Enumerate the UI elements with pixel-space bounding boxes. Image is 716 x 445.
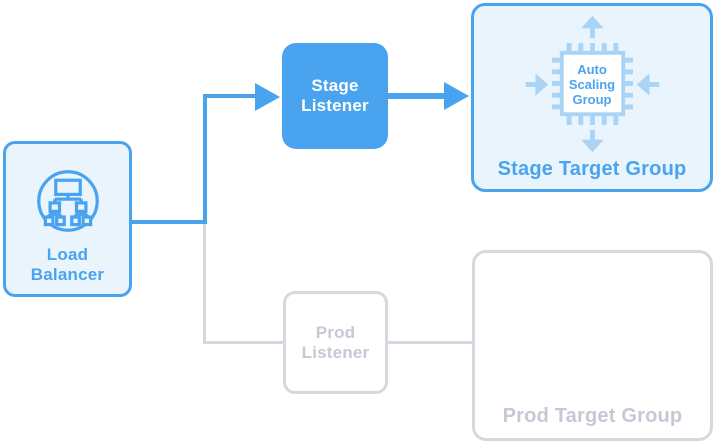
node-prod-listener: Prod Listener <box>283 291 388 394</box>
arrow-inward-right-icon <box>525 73 549 96</box>
edge-prod-listener-to-target <box>388 341 472 344</box>
prod-listener-label: Prod Listener <box>301 322 370 362</box>
edge-branch-to-prod-vertical <box>203 224 206 343</box>
load-balancer-label: Load Balancer <box>30 245 105 284</box>
edge-branch-to-prod-listener <box>203 341 283 344</box>
auto-scaling-group-label: Auto Scaling Group <box>568 61 616 107</box>
node-stage-target-group: Auto Scaling Group Stage Target Group <box>471 3 713 192</box>
arrowhead-into-stage-target-group <box>444 82 469 110</box>
stage-listener-label: Stage Listener <box>301 76 369 115</box>
auto-scaling-group-chip-icon <box>525 15 660 153</box>
node-prod-target-group: Prod Target Group <box>472 250 713 441</box>
chip-body <box>559 50 626 117</box>
edge-load-balancer-out <box>132 220 205 224</box>
prod-target-group-label: Prod Target Group <box>502 405 683 427</box>
edge-branch-to-stage-horizontal <box>203 94 257 98</box>
edge-branch-to-stage-vertical <box>203 94 207 224</box>
arrow-inward-left-icon <box>636 73 660 96</box>
arrow-down-icon <box>581 129 604 153</box>
chip-pins <box>552 43 633 125</box>
arrow-up-icon <box>581 15 604 39</box>
node-stage-listener: Stage Listener <box>282 43 388 149</box>
node-load-balancer: Load Balancer <box>3 141 132 297</box>
edge-stage-listener-to-target <box>388 93 446 99</box>
load-balancer-icon <box>36 170 99 232</box>
arrowhead-into-stage-listener <box>255 83 280 111</box>
stage-target-group-label: Stage Target Group <box>497 158 687 180</box>
